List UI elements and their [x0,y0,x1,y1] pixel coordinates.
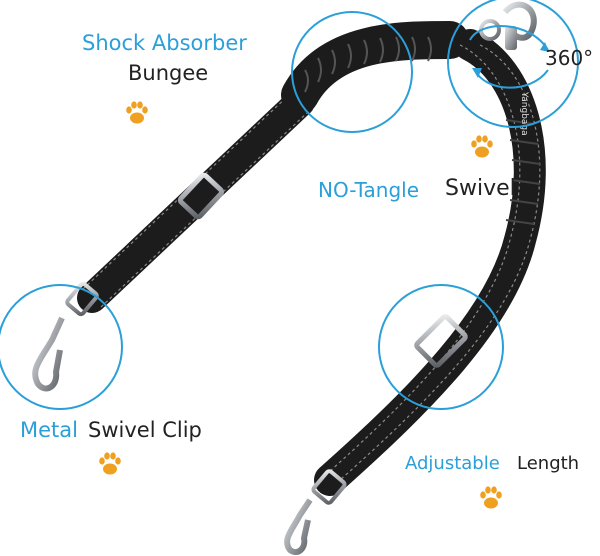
label-adjustable: Adjustable [405,453,500,474]
label-no-tangle: NO-Tangle [318,178,420,202]
paw-icon [471,135,493,158]
paw-icon [99,452,121,475]
rotation-arrows-icon [469,25,549,89]
bungee-section [281,21,469,114]
callout-bungee-circle [291,11,413,133]
left-strap [77,87,315,313]
right-adjuster-buckle [414,314,468,368]
label-360-degrees: 360° [545,46,594,70]
top-swivel-clip [479,1,537,50]
label-swivel: Swivel [445,176,516,201]
label-shock-absorber: Shock Absorber [82,31,247,55]
callout-adjuster-circle [378,284,504,410]
bottom-metal-clip [284,469,347,556]
right-strap: Yangbaga [314,29,546,496]
callout-clip-circle [0,284,123,410]
brand-stamp: Yangbaga [519,91,529,136]
label-swivel-clip: Swivel Clip [88,418,202,442]
callout-swivel-circle [447,0,579,128]
label-length: Length [517,453,580,474]
label-bungee: Bungee [128,61,209,85]
left-metal-clip [32,281,99,392]
left-adjuster-buckle [177,172,225,220]
paw-icon [126,101,148,124]
label-metal: Metal [20,418,78,442]
paw-icon [480,486,502,509]
